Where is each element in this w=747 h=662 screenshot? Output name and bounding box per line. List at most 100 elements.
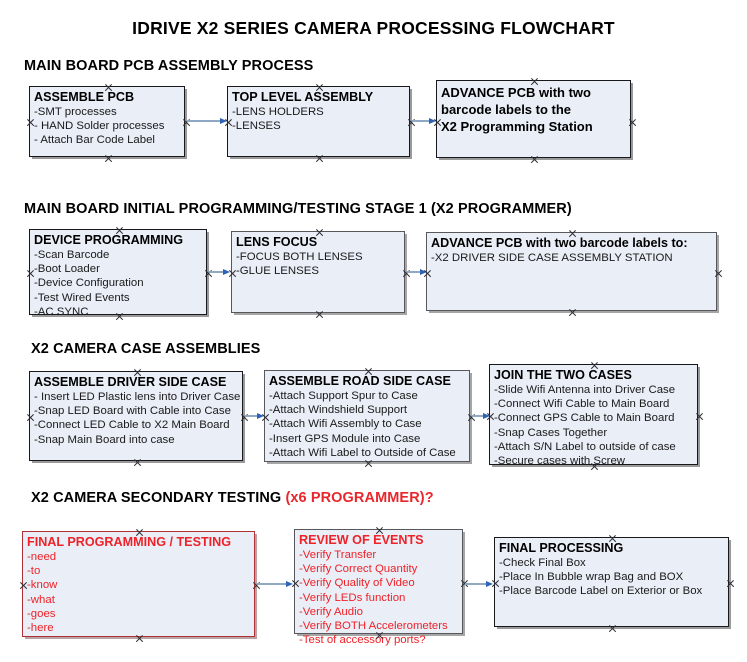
arrow-head bbox=[220, 117, 227, 124]
box-line: -here bbox=[27, 622, 54, 635]
arrow-review-to-final-processing bbox=[465, 579, 493, 589]
box-content: REVIEW OF EVENTS -Verify Transfer -Verif… bbox=[295, 530, 462, 647]
box-line: -Place Barcode Label on Exterior or Box bbox=[499, 585, 703, 598]
box-title: ADVANCE PCB with two barcode labels to: bbox=[431, 236, 688, 250]
box-content: JOIN THE TWO CASES -Slide Wifi Antenna i… bbox=[490, 365, 697, 468]
box-line: -Attach Support Spur to Case bbox=[269, 390, 418, 402]
arrow-head bbox=[223, 268, 230, 275]
box-content: FINAL PROGRAMMING / TESTING -need -to -k… bbox=[23, 532, 254, 635]
box-content: ADVANCE PCB with two barcode labels to: … bbox=[427, 233, 716, 265]
arrow-shaft bbox=[245, 415, 257, 417]
arrow-head bbox=[429, 117, 436, 124]
box-content: ASSEMBLE DRIVER SIDE CASE - Insert LED P… bbox=[30, 372, 242, 447]
arrow-shaft bbox=[465, 583, 486, 585]
box-device-programming[interactable]: DEVICE PROGRAMMING -Scan Barcode -Boot L… bbox=[29, 229, 207, 318]
connector-handle-bottom[interactable] bbox=[104, 154, 113, 163]
box-lens-focus[interactable]: LENS FOCUS -FOCUS BOTH LENSES -GLUE LENS… bbox=[231, 231, 405, 313]
box-join-the-two-cases[interactable]: JOIN THE TWO CASES -Slide Wifi Antenna i… bbox=[489, 364, 698, 468]
box-advance-pcb-programming-station[interactable]: ADVANCE PCB with two barcode labels to t… bbox=[436, 80, 631, 158]
box-assemble-driver-side-case[interactable]: ASSEMBLE DRIVER SIDE CASE - Insert LED P… bbox=[29, 371, 243, 461]
box-final-programming-testing[interactable]: FINAL PROGRAMMING / TESTING -need -to -k… bbox=[22, 531, 255, 637]
box-final-processing[interactable]: FINAL PROCESSING -Check Final Box -Place… bbox=[494, 537, 729, 627]
box-line: -Device Configuration bbox=[34, 277, 144, 290]
box-line: -Connect GPS Cable to Main Board bbox=[494, 412, 675, 425]
box-content: TOP LEVEL ASSEMBLY -LENS HOLDERS -LENSES bbox=[228, 87, 409, 133]
box-line: -X2 DRIVER SIDE CASE ASSEMBLY STATION bbox=[431, 252, 673, 264]
box-review-of-events[interactable]: REVIEW OF EVENTS -Verify Transfer -Verif… bbox=[294, 529, 463, 646]
connector-handle-right[interactable] bbox=[714, 269, 723, 278]
arrow-lens-focus-to-advance bbox=[407, 267, 427, 277]
box-line: - HAND Solder processes bbox=[34, 120, 165, 133]
box-line: -Verify BOTH Accelerometers bbox=[299, 620, 448, 633]
box-title: ASSEMBLE DRIVER SIDE CASE bbox=[34, 375, 227, 389]
box-title: TOP LEVEL ASSEMBLY bbox=[232, 90, 374, 104]
box-line: -Attach S/N Label to outside of case bbox=[494, 440, 676, 453]
box-line: -Boot Loader bbox=[34, 263, 100, 276]
box-line: -Attach Wifi Label to Outside of Case bbox=[269, 446, 456, 459]
box-line: -to bbox=[27, 565, 41, 578]
connector-handle-bottom[interactable] bbox=[315, 154, 324, 163]
box-line: -what bbox=[27, 593, 55, 606]
section-heading-4: X2 CAMERA SECONDARY TESTING (x6 PROGRAMM… bbox=[31, 490, 434, 506]
page-title: IDRIVE X2 SERIES CAMERA PROCESSING FLOWC… bbox=[132, 18, 615, 38]
arrow-shaft bbox=[412, 120, 429, 122]
connector-handle-bottom[interactable] bbox=[530, 155, 539, 164]
arrow-shaft bbox=[209, 271, 223, 273]
box-line: -Check Final Box bbox=[499, 557, 586, 569]
box-title: FINAL PROCESSING bbox=[499, 541, 624, 555]
box-line: -FOCUS BOTH LENSES bbox=[236, 251, 363, 263]
box-title: ADVANCE PCB with two bbox=[441, 85, 591, 100]
arrow-head bbox=[483, 412, 490, 419]
box-line: -Snap Main Board into case bbox=[34, 433, 175, 446]
box-line: -AC SYNC bbox=[34, 305, 89, 318]
arrow-shaft bbox=[257, 583, 286, 585]
box-line: -need bbox=[27, 551, 57, 563]
box-title-line2: barcode labels to the bbox=[441, 102, 572, 117]
box-line: -Verify Transfer bbox=[299, 549, 377, 561]
arrow-road-case-to-join-cases bbox=[472, 411, 490, 421]
box-line: -Slide Wifi Antenna into Driver Case bbox=[494, 384, 676, 396]
box-line-overflow: -Test of accessory ports? bbox=[299, 634, 426, 647]
connector-handle-bottom[interactable] bbox=[133, 458, 142, 467]
box-assemble-pcb[interactable]: ASSEMBLE PCB -SMT processes - HAND Solde… bbox=[29, 86, 185, 157]
box-title: DEVICE PROGRAMMING bbox=[34, 233, 184, 247]
box-top-level-assembly[interactable]: TOP LEVEL ASSEMBLY -LENS HOLDERS -LENSES bbox=[227, 86, 410, 157]
connector-handle-bottom[interactable] bbox=[315, 310, 324, 319]
box-content: FINAL PROCESSING -Check Final Box -Place… bbox=[495, 538, 728, 599]
box-line: -GLUE LENSES bbox=[236, 265, 319, 278]
box-content: ADVANCE PCB with two barcode labels to t… bbox=[437, 81, 630, 135]
arrow-head bbox=[257, 412, 264, 419]
box-line: -Verify Quality of Video bbox=[299, 577, 415, 590]
box-line: - Attach Bar Code Label bbox=[34, 134, 155, 147]
box-assemble-road-side-case[interactable]: ASSEMBLE ROAD SIDE CASE -Attach Support … bbox=[264, 370, 470, 462]
arrow-shaft bbox=[407, 271, 420, 273]
box-content: ASSEMBLE PCB -SMT processes - HAND Solde… bbox=[30, 87, 184, 148]
arrow-driver-case-to-road-case bbox=[245, 411, 264, 421]
arrow-head bbox=[286, 580, 293, 587]
box-content: LENS FOCUS -FOCUS BOTH LENSES -GLUE LENS… bbox=[232, 232, 404, 278]
box-line: -Secure cases with Screw bbox=[494, 455, 626, 468]
connector-handle-bottom[interactable] bbox=[608, 624, 617, 633]
box-content: DEVICE PROGRAMMING -Scan Barcode -Boot L… bbox=[30, 230, 206, 319]
box-line: -LENSES bbox=[232, 120, 281, 133]
box-line: -goes bbox=[27, 607, 56, 620]
box-line: -Verify Audio bbox=[299, 605, 363, 618]
box-line: -Verify LEDs function bbox=[299, 591, 406, 604]
box-title-line3: X2 Programming Station bbox=[441, 119, 593, 134]
box-line: -LENS HOLDERS bbox=[232, 106, 324, 118]
box-title: FINAL PROGRAMMING / TESTING bbox=[27, 535, 232, 549]
arrow-shaft bbox=[472, 415, 483, 417]
box-title: JOIN THE TWO CASES bbox=[494, 368, 632, 382]
box-title: LENS FOCUS bbox=[236, 235, 318, 249]
box-title: ASSEMBLE ROAD SIDE CASE bbox=[269, 374, 451, 388]
box-line: -know bbox=[27, 579, 58, 592]
box-advance-pcb-driver-side-station[interactable]: ADVANCE PCB with two barcode labels to: … bbox=[426, 232, 717, 311]
box-line: -Connect LED Cable to X2 Main Board bbox=[34, 419, 230, 432]
box-line: -Verify Correct Quantity bbox=[299, 563, 418, 576]
section-heading-4-suffix: (x6 PROGRAMMER)? bbox=[285, 490, 434, 506]
connector-handle-bottom[interactable] bbox=[568, 308, 577, 317]
section-heading-2: MAIN BOARD INITIAL PROGRAMMING/TESTING S… bbox=[24, 201, 572, 217]
box-line: -Attach Wifi Assembly to Case bbox=[269, 418, 422, 431]
arrow-device-programming-to-lens-focus bbox=[209, 267, 230, 277]
